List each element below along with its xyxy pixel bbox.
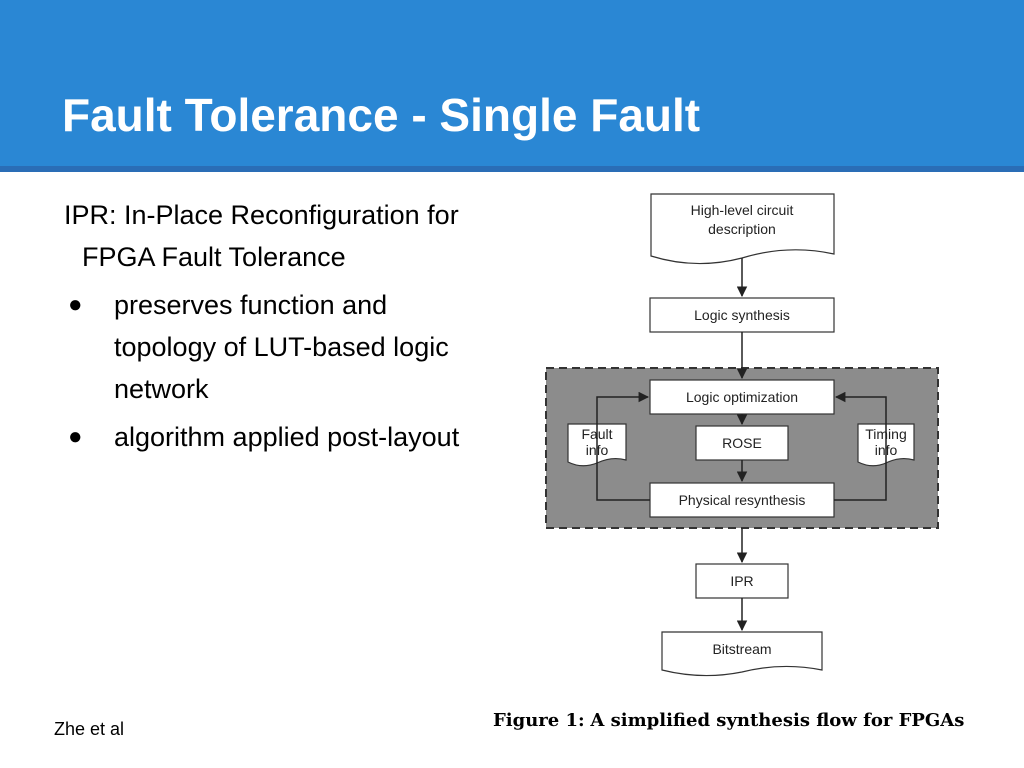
bullet-list: ● preserves function and topology of LUT… <box>62 284 472 458</box>
ipr-node <box>695 563 789 599</box>
slide-body: IPR: In-Place Reconfiguration for FPGA F… <box>62 194 472 464</box>
figure-caption-text: A simplified synthesis flow for FPGAs <box>590 710 965 731</box>
bullet-text: algorithm applied post-layout <box>114 422 460 452</box>
intro-text: IPR: In-Place Reconfiguration for FPGA F… <box>64 200 459 272</box>
ipr-label: IPR <box>730 573 753 589</box>
figure-caption: Figure 1: A simplified synthesis flow fo… <box>493 710 964 731</box>
rose-label: ROSE <box>722 435 762 451</box>
figure-caption-label: Figure 1: <box>493 710 585 731</box>
bullet-icon: ● <box>68 291 83 318</box>
header-divider <box>0 166 1024 172</box>
physical-resynthesis-node <box>649 482 835 518</box>
high-level-description-node <box>650 193 835 265</box>
bullet-item: ● preserves function and topology of LUT… <box>62 284 472 410</box>
bitstream-label: Bitstream <box>712 641 771 657</box>
timing-feedback-loop <box>834 391 887 501</box>
header-band <box>0 0 1024 166</box>
fault-feedback-loop <box>596 391 650 501</box>
footer-credit: Zhe et al <box>54 719 125 739</box>
bullet-text: preserves function and topology of LUT-b… <box>114 290 449 404</box>
physical-resynthesis-label: Physical resynthesis <box>679 492 806 508</box>
rose-node <box>695 425 789 461</box>
logic-optimization-node <box>649 379 835 415</box>
logic-optimization-label: Logic optimization <box>686 389 798 405</box>
high-level-label-line1: High-level circuit <box>691 202 794 218</box>
bullet-icon: ● <box>68 423 83 450</box>
synthesis-flow-diagram: High-level circuit description Logic syn… <box>540 186 944 686</box>
logic-synthesis-label: Logic synthesis <box>694 307 790 323</box>
bitstream-node <box>661 631 823 677</box>
high-level-label-line2: description <box>708 221 776 237</box>
slide-title: Fault Tolerance - Single Fault <box>62 89 701 141</box>
bullet-item: ● algorithm applied post-layout <box>62 416 472 458</box>
